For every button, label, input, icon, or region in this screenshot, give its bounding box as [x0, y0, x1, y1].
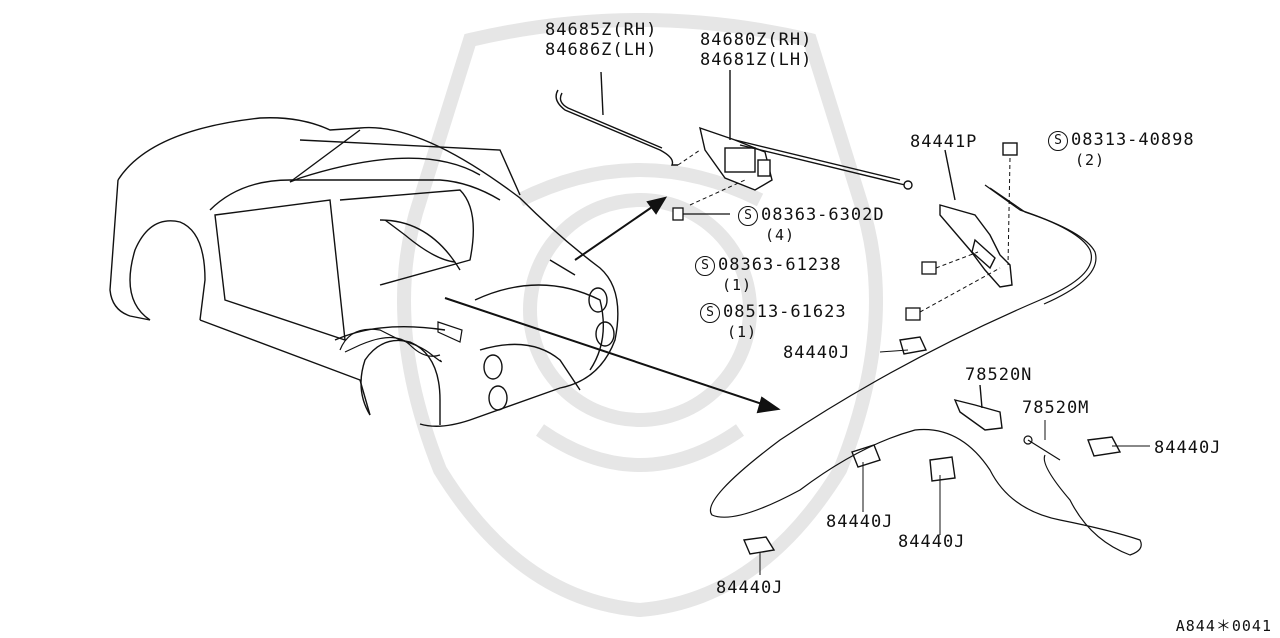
bolt-6302D [672, 207, 730, 221]
screw-mark-icon: S [700, 303, 720, 323]
car-lamps [483, 287, 615, 411]
label-fastener-3-qty: (1) [727, 323, 758, 341]
striker-bracket [939, 142, 1018, 288]
label-lock-rh: 84680Z(RH) [700, 30, 813, 50]
label-cushion-5: 84440J [716, 578, 784, 598]
hood-lock [699, 70, 913, 191]
label-rod-rh: 84685Z(RH) [545, 20, 658, 40]
screw-mark-icon: S [738, 206, 758, 226]
rod-leader-dashed [677, 149, 701, 166]
label-cushion-4: 84440J [898, 532, 966, 552]
screw-mark-icon: S [695, 256, 715, 276]
screw-mark-icon: S [1048, 131, 1068, 151]
release-cable [709, 184, 1142, 556]
label-striker: 84441P [910, 132, 978, 152]
label-cushion-1: 84440J [783, 343, 851, 363]
label-rod-lh: 84686Z(LH) [545, 40, 658, 60]
label-cushion-3: 84440J [826, 512, 894, 532]
leader-lines [759, 349, 1150, 575]
car-hood-cable [339, 321, 463, 363]
label-cushion-2: 84440J [1154, 438, 1222, 458]
label-fastener-1-qty: (4) [765, 226, 796, 244]
pointer-arrows [444, 196, 781, 414]
label-fastener-0-qty: (2) [1075, 151, 1106, 169]
diagram-reference: A844＊0041 [1175, 617, 1272, 635]
lock-leader-dashed [689, 179, 746, 206]
label-cable: 78520M [1022, 398, 1090, 418]
opener-handle [953, 384, 1003, 431]
hood-rod [555, 71, 678, 166]
label-fastener-2-qty: (1) [722, 276, 753, 294]
bolt-61623 [905, 267, 1001, 321]
label-opener: 78520N [965, 365, 1033, 385]
bolt-61238 [921, 251, 979, 275]
cushion-pads [742, 336, 1122, 555]
label-lock-lh: 84681Z(LH) [700, 50, 813, 70]
